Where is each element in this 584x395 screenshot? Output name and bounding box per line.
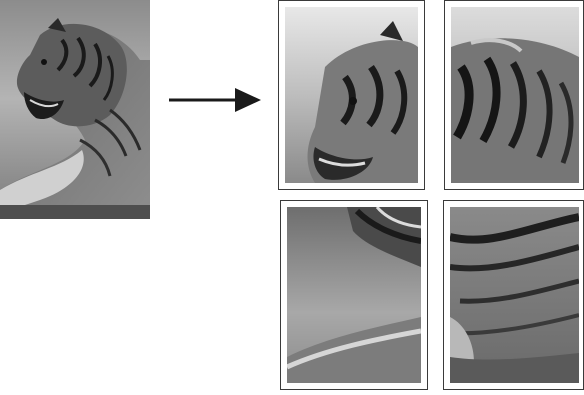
- right-arrow-icon: [169, 88, 261, 112]
- tile-bottom-right: [443, 200, 584, 390]
- tiger-body-tile-icon: [450, 207, 579, 383]
- tile-bottom-left: [280, 200, 428, 390]
- tile-top-left: [278, 0, 425, 190]
- tiger-head-tile-icon: [285, 7, 418, 183]
- source-photo: [0, 0, 150, 219]
- tiger-photo-icon: [0, 0, 150, 219]
- tiger-mane-tile-icon: [451, 7, 579, 183]
- tile-top-right: [444, 0, 584, 190]
- tiger-jaw-tile-icon: [287, 207, 421, 383]
